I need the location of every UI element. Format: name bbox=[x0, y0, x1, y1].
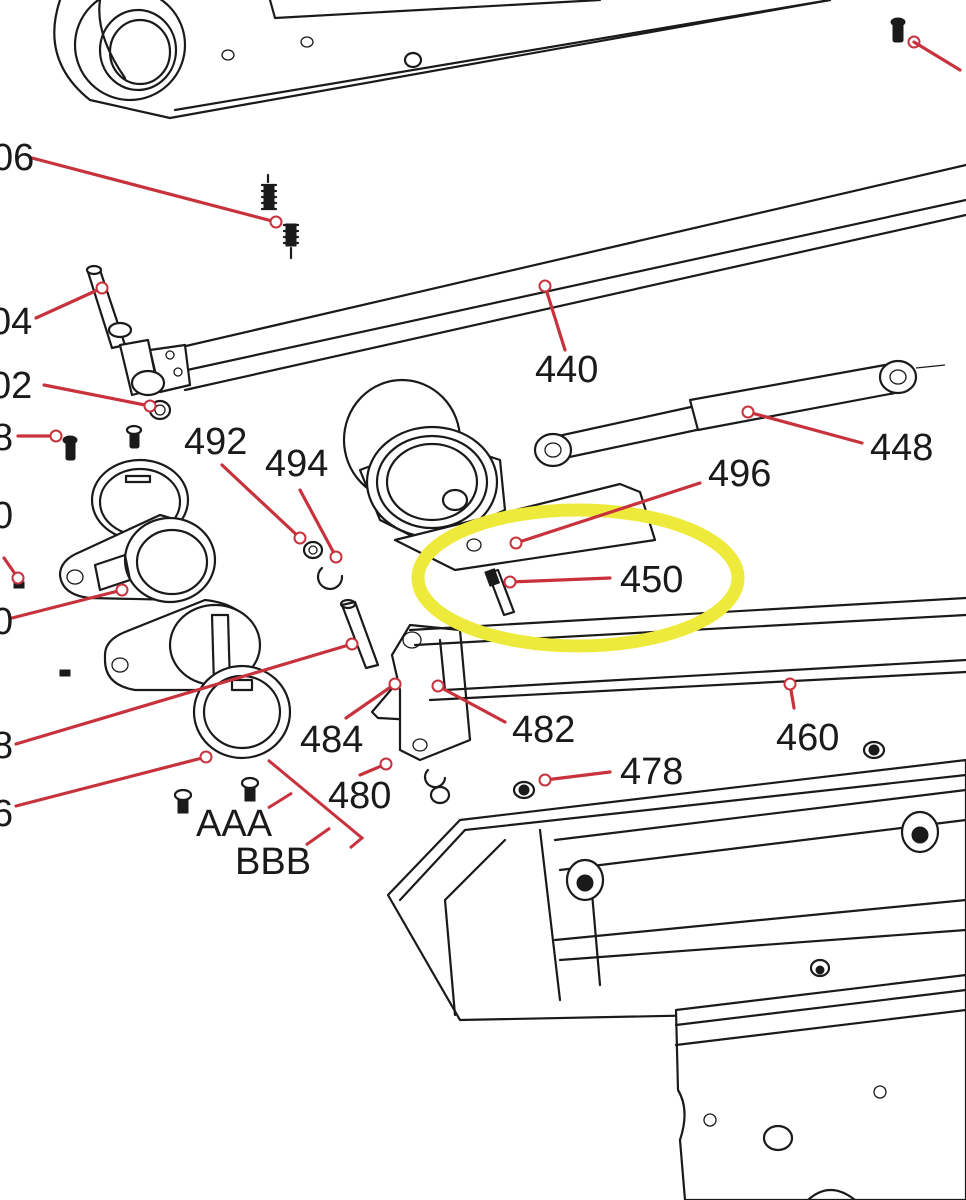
callout-420: 0 bbox=[0, 601, 13, 643]
dot-460 bbox=[783, 677, 797, 691]
callout-408: 8 bbox=[0, 417, 13, 459]
dot-480 bbox=[379, 757, 393, 771]
pivot-pin bbox=[339, 598, 380, 670]
callout-450: 450 bbox=[620, 559, 683, 601]
dot-402 bbox=[143, 399, 157, 413]
callout-496: 496 bbox=[708, 453, 771, 495]
callout-448: 448 bbox=[870, 427, 933, 469]
dot-494 bbox=[329, 550, 343, 564]
dot-448 bbox=[741, 405, 755, 419]
callout-478: 478 bbox=[620, 751, 683, 793]
dot-440 bbox=[538, 279, 552, 293]
long-rod bbox=[148, 163, 966, 394]
leader-lines bbox=[2, 156, 864, 850]
leader-440 bbox=[543, 284, 567, 352]
callout-480: 480 bbox=[328, 775, 391, 817]
pin-assembly bbox=[85, 264, 172, 421]
callout-494: 494 bbox=[265, 443, 328, 485]
leader-482 bbox=[436, 684, 507, 724]
leader-484 bbox=[344, 682, 397, 720]
callout-484: 484 bbox=[300, 719, 363, 761]
leader-478 bbox=[543, 770, 612, 782]
callout-440: 440 bbox=[535, 349, 598, 391]
gas-strut bbox=[533, 359, 946, 468]
callout-460: 460 bbox=[776, 717, 839, 759]
callout-482: 482 bbox=[512, 709, 575, 751]
extension-spring bbox=[260, 173, 300, 260]
callout-404: 04 bbox=[0, 301, 32, 343]
top-right-screw bbox=[890, 17, 906, 43]
leader-404 bbox=[34, 286, 104, 320]
lower-plate bbox=[674, 973, 966, 1200]
leader-450 bbox=[508, 576, 612, 584]
leader-406 bbox=[30, 156, 278, 224]
bracket-aaa bbox=[267, 791, 293, 810]
frame-screws bbox=[512, 740, 886, 800]
leader-top bbox=[912, 40, 962, 72]
callout-aaa: AAA bbox=[196, 803, 273, 845]
dot-406 bbox=[269, 215, 283, 229]
leader-494 bbox=[298, 488, 338, 559]
dot-496 bbox=[509, 536, 523, 550]
highlight-ellipse bbox=[411, 503, 745, 653]
dot-484 bbox=[388, 677, 402, 691]
left-screws bbox=[13, 424, 143, 677]
link-bracket bbox=[370, 623, 472, 805]
leader-438 bbox=[14, 642, 354, 746]
bottom-screws bbox=[173, 776, 260, 814]
dot-420 bbox=[115, 583, 129, 597]
callout-402: 02 bbox=[0, 365, 32, 407]
leader-448 bbox=[746, 410, 864, 445]
bracket-bbb bbox=[267, 758, 365, 850]
dot-404 bbox=[95, 281, 109, 295]
cam-assembly bbox=[58, 458, 292, 760]
washers bbox=[302, 540, 344, 591]
callout-406: 06 bbox=[0, 137, 34, 179]
leader-420 bbox=[10, 588, 124, 620]
callout-410: 0 bbox=[0, 495, 13, 537]
dot-482 bbox=[431, 679, 445, 693]
top-arm-frame bbox=[53, 0, 832, 120]
callout-labels: 06 04 02 8 0 0 8 6 440 448 492 494 496 4… bbox=[0, 137, 933, 883]
dowel-pin bbox=[484, 568, 516, 617]
dot-492 bbox=[293, 531, 307, 545]
leader-402 bbox=[42, 383, 152, 408]
dot-438 bbox=[345, 637, 359, 651]
base-frame bbox=[386, 758, 966, 1022]
dot-410 bbox=[11, 571, 25, 585]
dot-478 bbox=[538, 773, 552, 787]
callout-bbb: BBB bbox=[235, 841, 311, 883]
callout-492: 492 bbox=[184, 421, 247, 463]
dot-408 bbox=[49, 429, 63, 443]
callout-436: 6 bbox=[0, 793, 13, 835]
dot-436 bbox=[199, 750, 213, 764]
leader-492 bbox=[220, 463, 302, 540]
leader-496 bbox=[514, 481, 702, 545]
dot-450 bbox=[503, 575, 517, 589]
leader-436 bbox=[14, 755, 208, 808]
leader-dots bbox=[11, 35, 962, 787]
bearing-housing bbox=[342, 378, 657, 572]
rail-bar bbox=[408, 596, 966, 702]
callout-438: 8 bbox=[0, 725, 13, 767]
